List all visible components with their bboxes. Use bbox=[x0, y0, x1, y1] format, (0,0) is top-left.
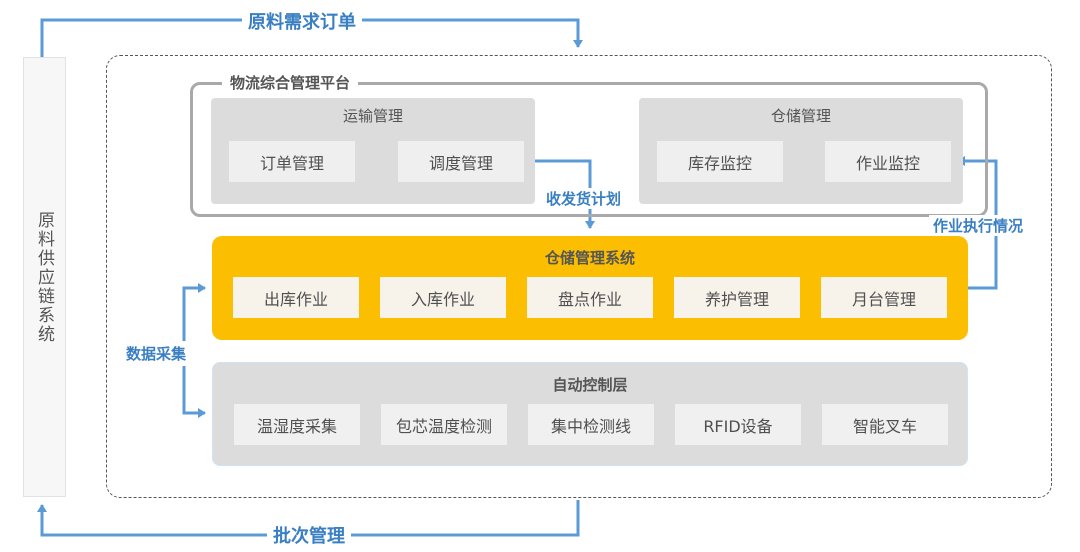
supply-chain-title: 原料供应链系统 bbox=[34, 210, 54, 344]
storage-title: 仓储管理 bbox=[770, 107, 831, 125]
core-temp-detect-box[interactable]: 包芯温度检测 bbox=[381, 404, 507, 445]
auto-title: 自动控制层 bbox=[552, 376, 628, 394]
stocktake-box[interactable]: 盘点作业 bbox=[527, 277, 653, 318]
platform-title: 物流综合管理平台 bbox=[222, 72, 359, 93]
rfid-device-box[interactable]: RFID设备 bbox=[675, 404, 801, 445]
system-boundary bbox=[106, 55, 1052, 498]
smart-forklift-box[interactable]: 智能叉车 bbox=[822, 404, 948, 445]
temp-humidity-box[interactable]: 温湿度采集 bbox=[234, 404, 360, 445]
batch-flow-label: 批次管理 bbox=[267, 522, 351, 548]
supply-chain-system: 原料供应链系统 bbox=[23, 57, 66, 497]
collect-flow-arrow-down bbox=[182, 350, 206, 418]
inventory-monitor-box[interactable]: 库存监控 bbox=[657, 141, 783, 182]
outbound-box[interactable]: 出库作业 bbox=[233, 277, 359, 318]
wms-title: 仓储管理系统 bbox=[544, 249, 635, 267]
storage-management: 仓储管理 库存监控 作业监控 bbox=[639, 98, 963, 204]
auto-control-layer: 自动控制层 温湿度采集 包芯温度检测 集中检测线 RFID设备 智能叉车 bbox=[212, 362, 968, 466]
transport-title: 运输管理 bbox=[342, 107, 403, 125]
inbound-box[interactable]: 入库作业 bbox=[380, 277, 506, 318]
transport-management: 运输管理 订单管理 调度管理 bbox=[211, 98, 535, 204]
plan-flow-label: 收发货计划 bbox=[542, 188, 626, 209]
exec-flow-label: 作业执行情况 bbox=[929, 215, 1028, 236]
logistics-platform bbox=[190, 82, 988, 217]
collect-flow-arrow-up bbox=[182, 283, 206, 350]
order-management-box[interactable]: 订单管理 bbox=[229, 141, 355, 182]
job-monitor-box[interactable]: 作业监控 bbox=[825, 141, 951, 182]
central-detect-line-box[interactable]: 集中检测线 bbox=[528, 404, 654, 445]
maintenance-box[interactable]: 养护管理 bbox=[674, 277, 800, 318]
dock-management-box[interactable]: 月台管理 bbox=[821, 277, 947, 318]
warehouse-management-system: 仓储管理系统 出库作业 入库作业 盘点作业 养护管理 月台管理 bbox=[212, 236, 968, 340]
order-flow-label: 原料需求订单 bbox=[242, 8, 362, 34]
dispatch-management-box[interactable]: 调度管理 bbox=[398, 141, 524, 182]
collect-flow-label: 数据采集 bbox=[123, 341, 190, 366]
